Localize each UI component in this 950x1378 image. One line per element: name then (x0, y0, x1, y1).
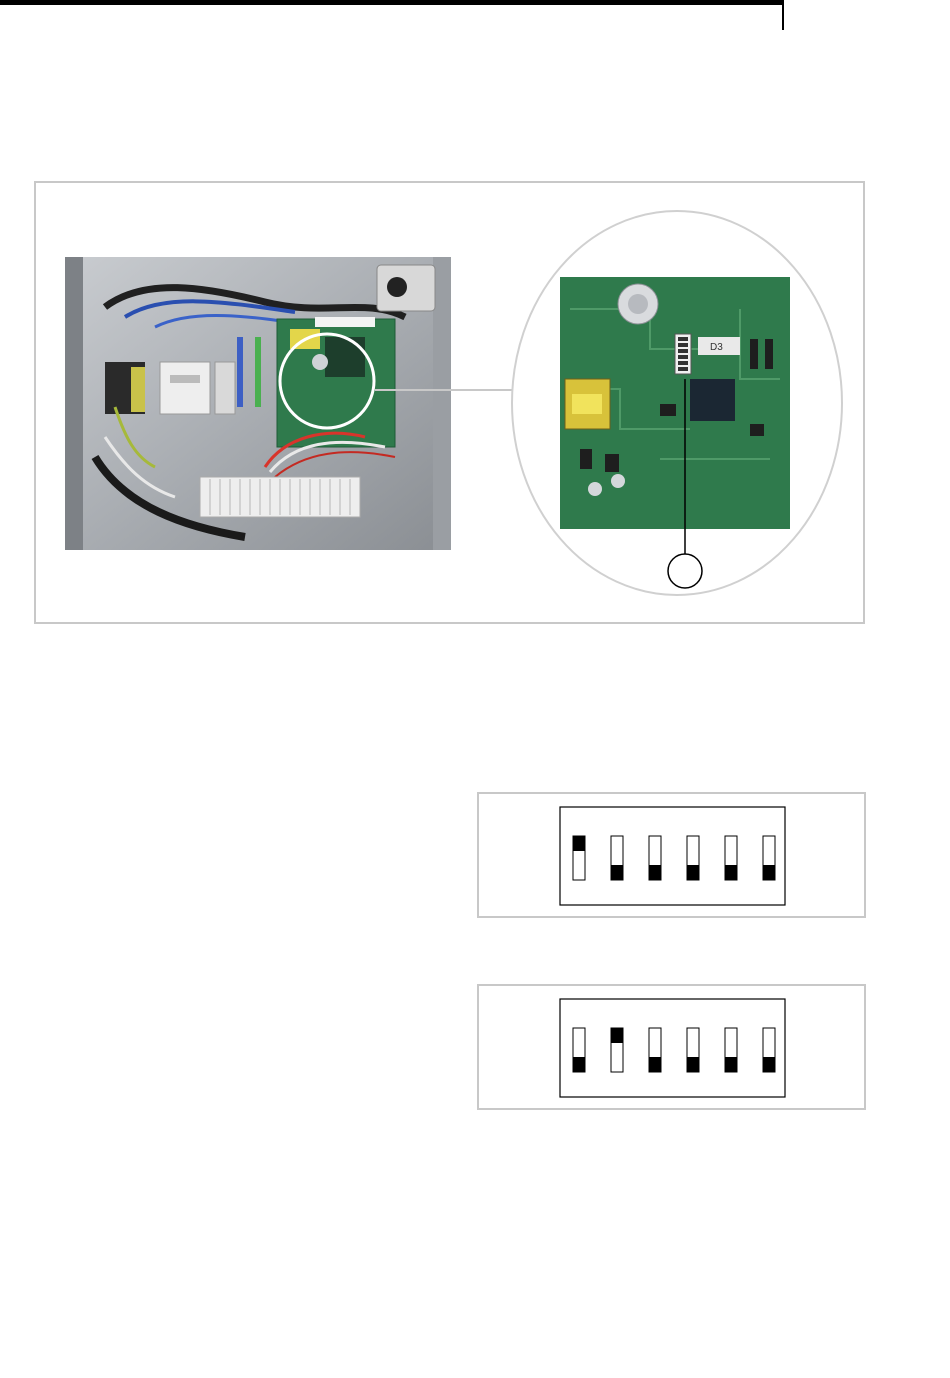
dip-switch-lever (687, 865, 699, 880)
dip-switch-1 (573, 836, 585, 880)
dip-switch-2 (611, 1028, 623, 1072)
dip-switch-bank-1 (479, 794, 868, 920)
dip-switch-bank-2 (479, 986, 868, 1112)
dip-switch-lever (573, 836, 585, 851)
board-label: D3 (710, 342, 723, 353)
dip-switch-lever (763, 1057, 775, 1072)
dip-switch-lever (649, 1057, 661, 1072)
dip-switch-lever (649, 865, 661, 880)
dip-diagram-2 (477, 984, 866, 1110)
dip-switch-lever (573, 1057, 585, 1072)
dip-switch-lever (763, 865, 775, 880)
dip-switch-3 (649, 836, 661, 880)
dip-switch-6 (763, 836, 775, 880)
dip-switch-5 (725, 1028, 737, 1072)
dip-housing (560, 807, 785, 905)
dip-switch-4 (687, 836, 699, 880)
dip-switch-2 (611, 836, 623, 880)
dip-switch-6 (763, 1028, 775, 1072)
dip-switch-4 (687, 1028, 699, 1072)
dip-switch-3 (649, 1028, 661, 1072)
dip-diagram-1 (477, 792, 866, 918)
dip-housing (560, 999, 785, 1097)
dip-switch-lever (687, 1057, 699, 1072)
dip-switch-1 (573, 1028, 585, 1072)
dip-switch-lever (611, 865, 623, 880)
dip-switch-lever (725, 865, 737, 880)
dip-switch-5 (725, 836, 737, 880)
dip-switch-lever (611, 1028, 623, 1043)
pcb-zoom-callout: D3 (510, 209, 844, 597)
dip-switch-lever (725, 1057, 737, 1072)
